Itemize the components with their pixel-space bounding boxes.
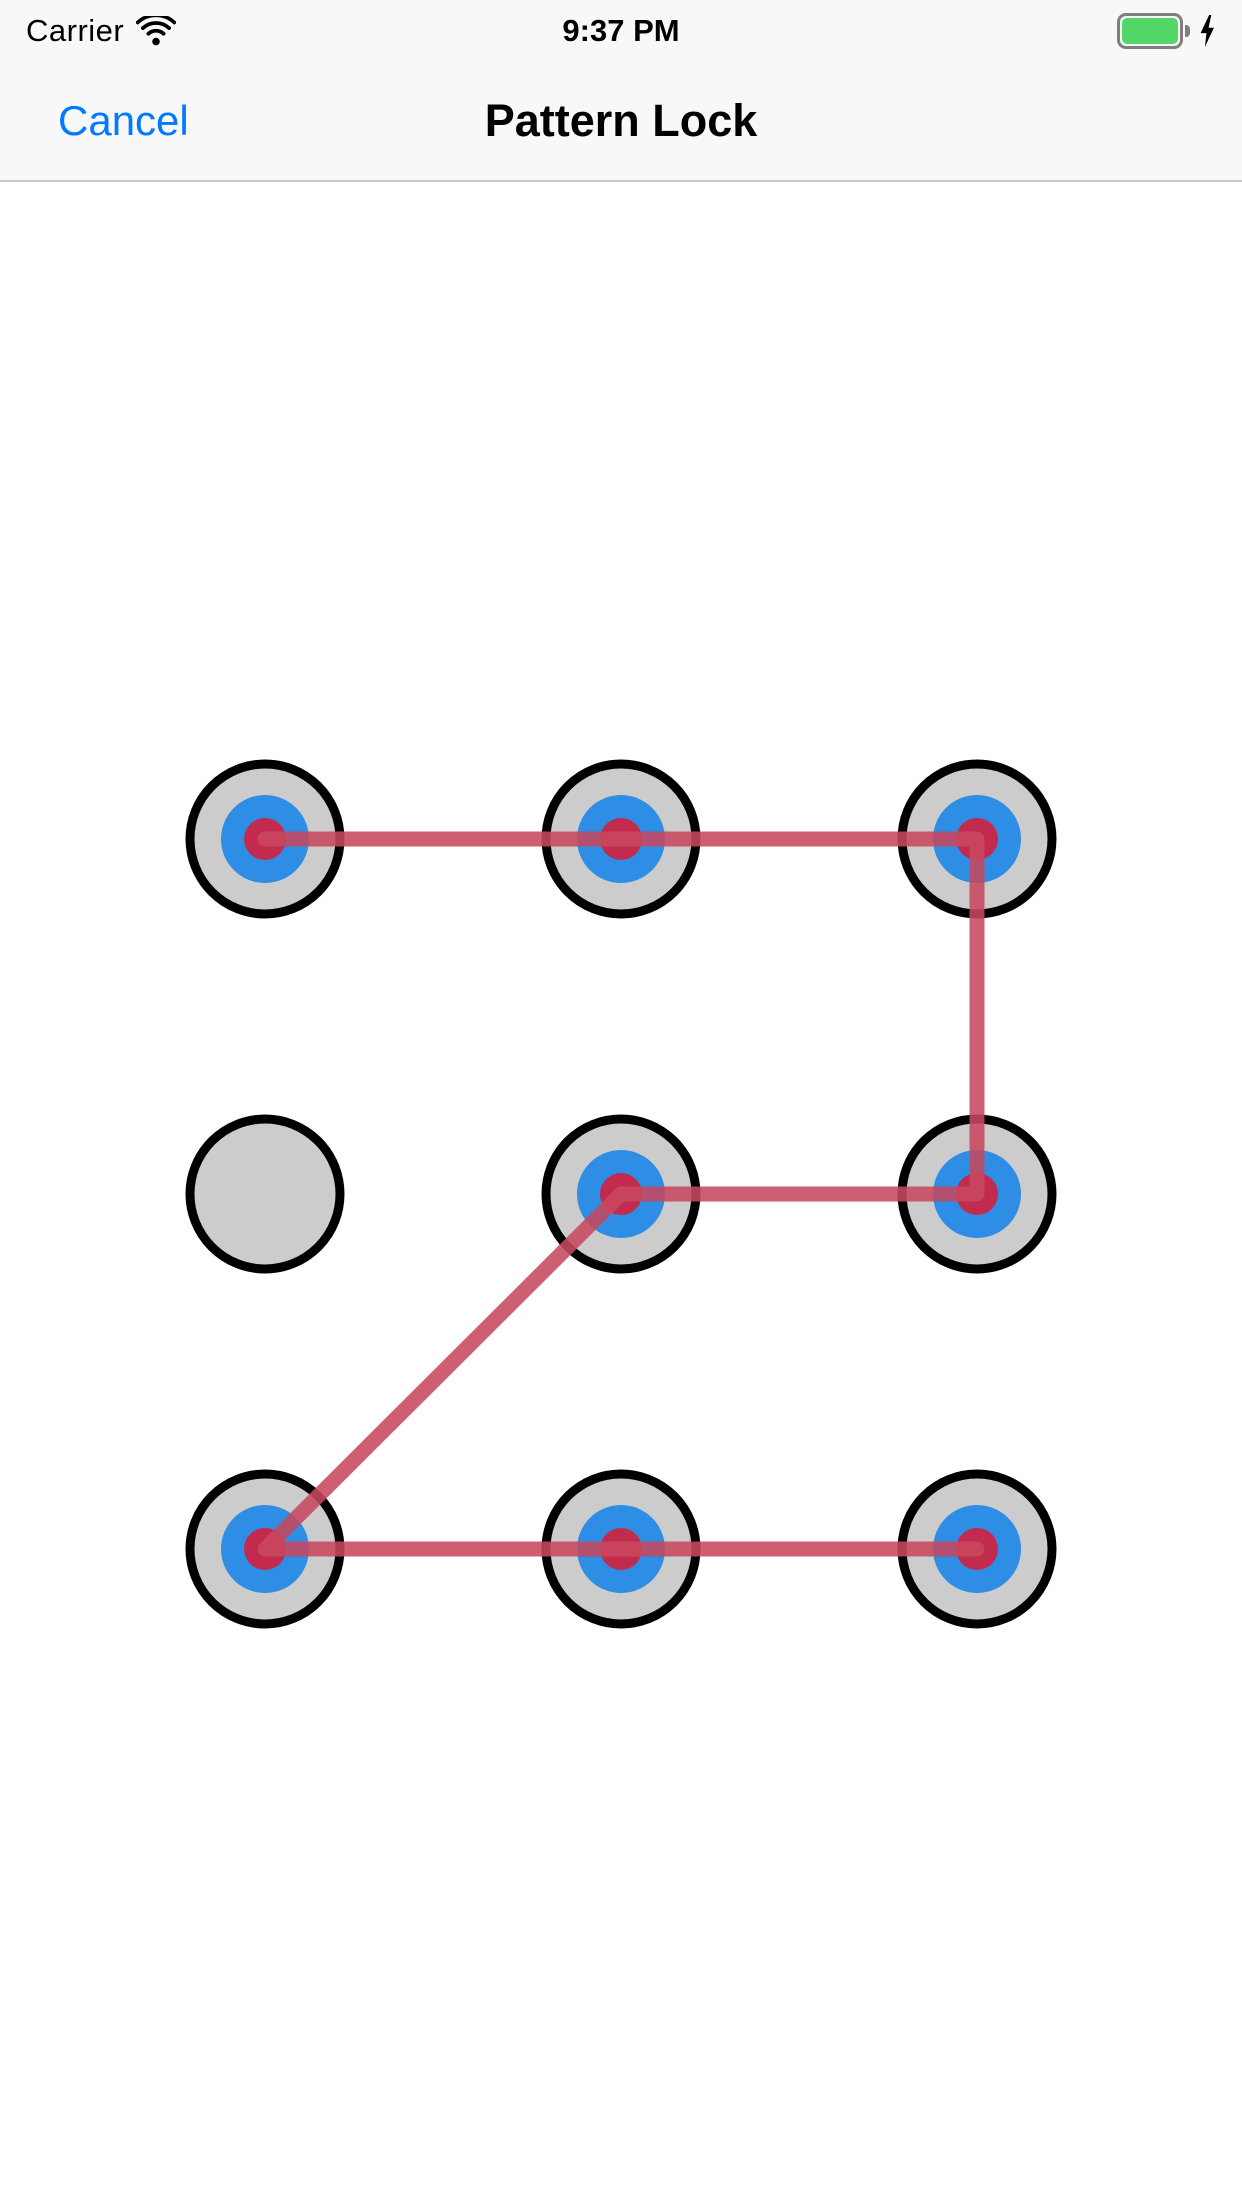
lightning-bolt-icon	[1200, 15, 1214, 47]
status-bar: Carrier 9:37 PM	[0, 0, 1242, 62]
carrier-label: Carrier	[26, 13, 125, 48]
battery-icon	[1117, 13, 1190, 49]
nav-bar: Cancel Pattern Lock	[0, 62, 1242, 182]
battery-body	[1117, 13, 1183, 49]
clock: 9:37 PM	[562, 13, 680, 48]
battery-tip	[1185, 25, 1190, 37]
pattern-trace-line	[257, 831, 985, 1557]
wifi-icon	[136, 16, 177, 46]
page-title: Pattern Lock	[484, 95, 758, 146]
pattern-dot-4[interactable]	[185, 1114, 345, 1274]
battery-level	[1122, 18, 1178, 44]
cancel-button[interactable]: Cancel	[58, 97, 189, 144]
status-bar-right	[1117, 13, 1216, 49]
status-bar-left: Carrier	[26, 13, 177, 49]
